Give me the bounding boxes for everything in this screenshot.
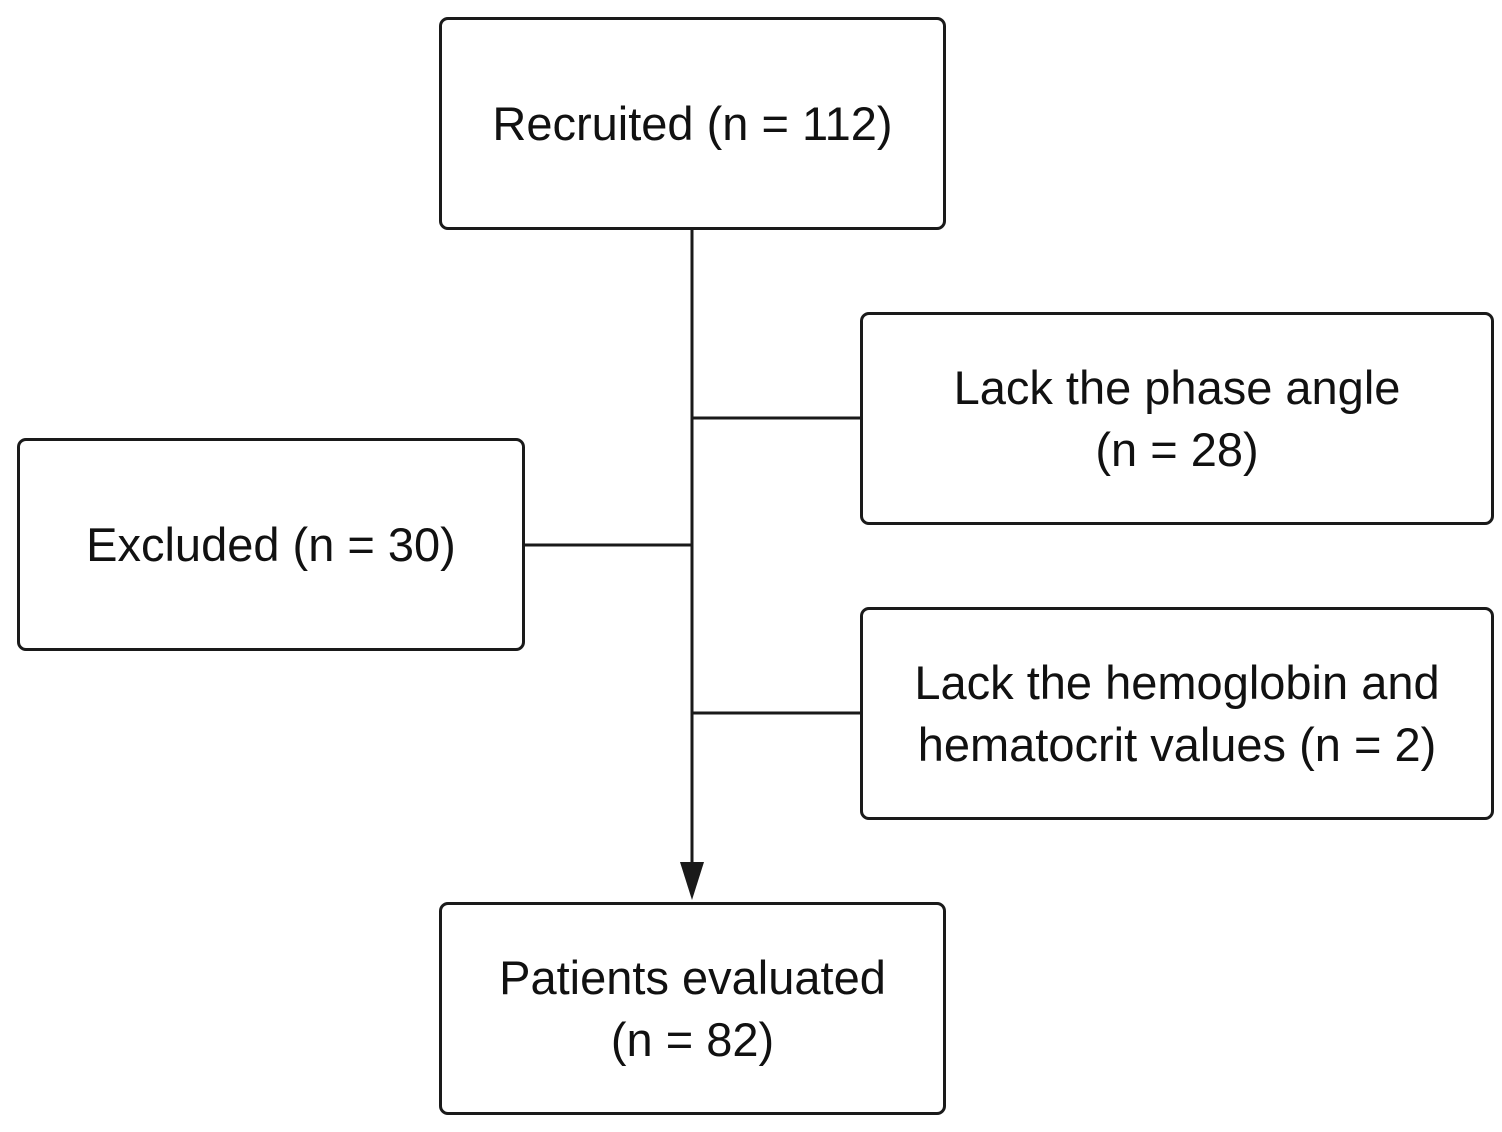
- excluded-label: Excluded (n = 30): [86, 517, 456, 571]
- patients-evaluated-count: (n = 82): [610, 1012, 775, 1066]
- lack-hemoglobin-label: Lack the hemoglobin and: [914, 655, 1440, 709]
- lack-phase-angle-label: Lack the phase angle: [953, 360, 1401, 414]
- lack-phase-angle-box: Lack the phase angle (n = 28): [860, 312, 1494, 525]
- lack-hemoglobin-box: Lack the hemoglobin and hematocrit value…: [860, 607, 1494, 820]
- excluded-box: Excluded (n = 30): [17, 438, 525, 651]
- recruited-box: Recruited (n = 112): [439, 17, 946, 230]
- arrowhead-to-patients: [680, 862, 704, 900]
- lack-phase-angle-count: (n = 28): [1095, 422, 1259, 476]
- patients-evaluated-label: Patients evaluated: [499, 950, 886, 1004]
- lack-hemoglobin-count: hematocrit values (n = 2): [917, 717, 1437, 771]
- recruited-label: Recruited (n = 112): [492, 96, 893, 150]
- patients-evaluated-box: Patients evaluated (n = 82): [439, 902, 946, 1115]
